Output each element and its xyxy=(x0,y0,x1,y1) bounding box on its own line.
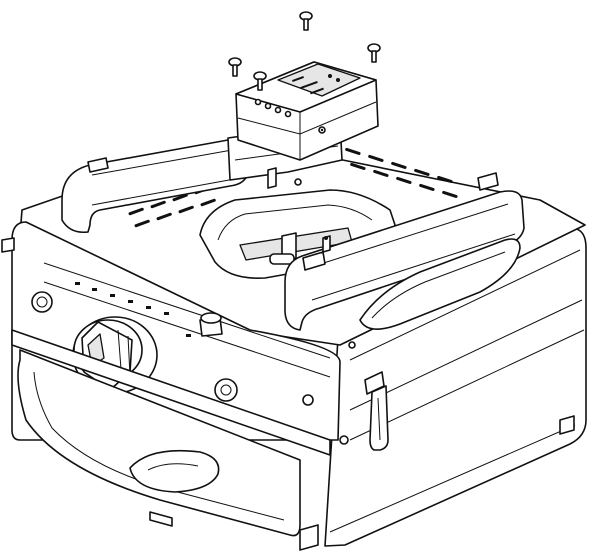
screw-right xyxy=(367,43,381,63)
base-feet xyxy=(299,415,575,551)
timer-scale xyxy=(75,282,191,337)
deck-peg xyxy=(322,235,331,253)
side-handle xyxy=(359,238,521,330)
module-label-marks xyxy=(292,74,340,95)
top-handle-left xyxy=(61,138,249,234)
screw-mid xyxy=(253,71,267,91)
control-module xyxy=(227,61,379,189)
top-handle-right xyxy=(284,172,525,331)
front-drawer xyxy=(11,329,331,537)
front-fittings xyxy=(31,291,356,445)
side-latch xyxy=(364,371,389,451)
screw-top xyxy=(299,11,313,31)
screw-left xyxy=(228,57,242,77)
